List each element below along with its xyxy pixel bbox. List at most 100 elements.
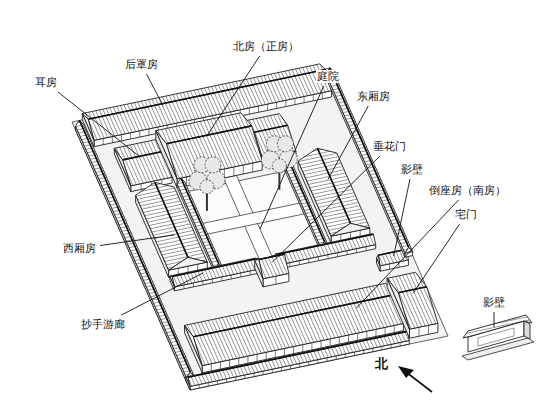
roof-ridge: [254, 125, 288, 132]
column-line: [220, 362, 221, 369]
column-line: [337, 253, 338, 257]
roof-gable: [331, 223, 370, 236]
column-line: [212, 279, 213, 283]
compass-label: 北: [374, 356, 389, 371]
roof-gable: [185, 325, 203, 365]
part-label: 后罩房: [124, 58, 159, 71]
leader-line: [260, 86, 324, 229]
column-line: [112, 137, 113, 143]
column-line: [366, 331, 367, 338]
column-line: [183, 285, 184, 289]
column-line: [281, 367, 282, 371]
part-label: 垂花门: [372, 140, 407, 153]
leader-line: [494, 312, 495, 327]
building-wall: [190, 341, 409, 391]
column-line: [229, 360, 230, 367]
leader-line: [207, 56, 260, 136]
roof: [278, 234, 376, 264]
column-line: [317, 360, 318, 364]
column-line: [381, 346, 382, 350]
column-line: [400, 342, 401, 346]
roof-ridge: [188, 331, 407, 377]
column-line: [308, 259, 309, 263]
roof-gable: [377, 255, 381, 266]
tree-canopy: [272, 159, 286, 173]
column-line: [321, 341, 322, 348]
column-line: [299, 363, 300, 367]
column-line: [372, 348, 373, 352]
column-line: [308, 362, 309, 366]
column-line: [257, 354, 258, 361]
column-line: [328, 255, 329, 259]
column-line: [267, 104, 268, 110]
column-line: [263, 371, 264, 375]
part-label: 东厢房: [356, 90, 391, 103]
column-line: [299, 261, 300, 265]
column-line: [266, 352, 267, 359]
part-label: 耳房: [34, 76, 58, 89]
column-line: [322, 93, 323, 99]
column-line: [389, 264, 390, 269]
column-line: [345, 354, 346, 358]
compound-ground: [72, 68, 448, 390]
column-line: [318, 257, 319, 261]
column-line: [141, 184, 142, 190]
column-line: [327, 358, 328, 362]
column-line: [103, 138, 104, 144]
roof-ridge: [166, 126, 251, 144]
column-line: [348, 335, 349, 342]
roof: [259, 254, 289, 279]
column-line: [130, 133, 131, 139]
part-label: 倒座房（南房）: [428, 184, 507, 197]
north-arrow: [398, 366, 432, 392]
column-line: [313, 94, 314, 100]
roof-gable: [170, 276, 175, 287]
roof-ridge: [172, 259, 257, 277]
column-line: [221, 277, 222, 281]
column-line: [247, 356, 248, 363]
part-label: 影壁: [400, 163, 424, 176]
column-line: [293, 346, 294, 353]
column-line: [289, 263, 290, 267]
tree-canopy: [277, 136, 293, 152]
roof-gable: [387, 278, 409, 329]
roof-ridge: [278, 234, 373, 254]
roof-gable: [169, 257, 208, 270]
column-line: [339, 337, 340, 344]
column-line: [240, 273, 241, 277]
column-line: [235, 377, 236, 381]
column-line: [121, 135, 122, 141]
column-line: [231, 275, 232, 279]
roof: [398, 287, 438, 329]
part-label: 影壁: [482, 296, 506, 309]
roof-gable: [255, 260, 263, 279]
column-line: [294, 98, 295, 104]
leader-line: [356, 200, 458, 308]
column-line: [354, 352, 355, 356]
column-line: [199, 384, 200, 388]
column-line: [276, 102, 277, 108]
leader-line: [413, 224, 459, 293]
column-line: [217, 381, 218, 385]
column-line: [311, 343, 312, 350]
column-line: [250, 271, 251, 275]
column-line: [366, 247, 367, 251]
roof: [326, 68, 409, 253]
column-line: [304, 96, 305, 102]
part-label: 宅门: [454, 208, 478, 221]
column-line: [249, 108, 250, 114]
column-line: [391, 344, 392, 348]
column-line: [285, 100, 286, 106]
roof: [188, 331, 409, 386]
roof-ridge: [317, 148, 350, 223]
column-line: [238, 358, 239, 365]
column-line: [211, 364, 212, 371]
column-line: [302, 345, 303, 352]
column-line: [284, 348, 285, 355]
column-line: [139, 131, 140, 137]
roof-ridge: [330, 68, 409, 248]
column-line: [418, 327, 419, 336]
roof: [166, 126, 262, 179]
roof-gable: [114, 148, 131, 186]
leader-line: [146, 74, 163, 106]
